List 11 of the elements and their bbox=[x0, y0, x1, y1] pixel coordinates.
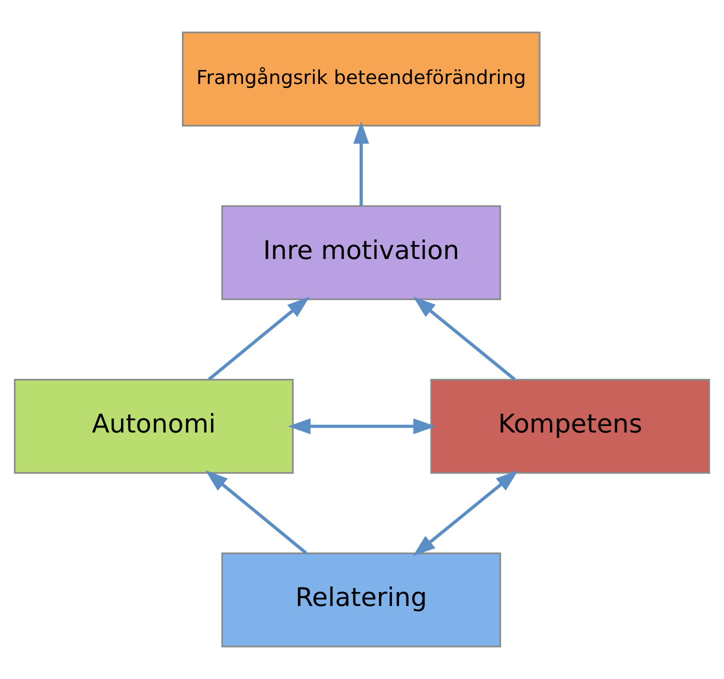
arrow bbox=[288, 418, 436, 434]
node-box: Relatering bbox=[221, 552, 502, 648]
arrow bbox=[205, 470, 308, 554]
arrow bbox=[353, 121, 370, 206]
node-box: Autonomi bbox=[14, 378, 294, 474]
node-box: Inre motivation bbox=[221, 205, 502, 300]
arrow bbox=[413, 296, 516, 381]
node-box: Kompetens bbox=[430, 378, 710, 474]
node-box: Framgångsrik beteendeförändring bbox=[182, 32, 540, 126]
arrow bbox=[412, 470, 518, 556]
arrow bbox=[208, 296, 310, 381]
